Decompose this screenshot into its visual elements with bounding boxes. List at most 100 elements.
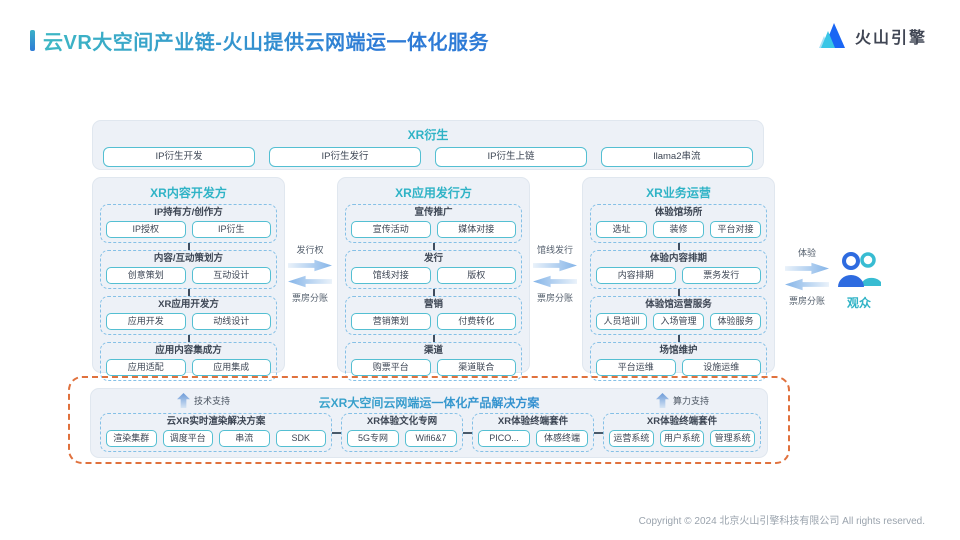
volcengine-logo: 火山引擎	[818, 22, 927, 49]
arrow-right-icon	[288, 259, 332, 272]
tech-support: 技术支持	[177, 393, 230, 408]
connector-line	[432, 335, 435, 342]
group-item: IP衍生	[191, 221, 271, 238]
connector-line	[432, 243, 435, 250]
group-item: IP授权	[106, 221, 186, 238]
group-item: 渲染集群	[106, 430, 157, 447]
flow-venue-distribution: 馆线发行 票房分账	[530, 243, 580, 304]
solution-dashed-border: 技术支持 云XR大空间云网端运一体化产品解决方案 算力支持 云XR实时渲染解决方…	[68, 376, 790, 464]
column-title: XR业务运营	[646, 186, 711, 200]
up-arrow-icon	[177, 393, 190, 408]
group-item: 应用开发	[106, 313, 186, 330]
flow-experience: 体验 票房分账	[778, 246, 836, 307]
group-item: 互动设计	[191, 267, 271, 284]
group-title: IP持有方/创作方	[154, 207, 223, 218]
group-item: 用户系统	[659, 430, 705, 447]
group-operation-service: 体验馆运营服务 人员培训 入场管理 体验服务	[590, 296, 767, 335]
arrow-left-icon	[785, 278, 829, 291]
derivative-item: IP衍生上链	[435, 147, 587, 167]
solution-panel: 技术支持 云XR大空间云网端运一体化产品解决方案 算力支持 云XR实时渲染解决方…	[90, 388, 768, 458]
group-item: 体验服务	[710, 313, 761, 330]
group-item: 版权	[436, 267, 516, 284]
group-item: Wifi6&7	[405, 430, 457, 447]
arrow-left-icon	[533, 275, 577, 288]
group-venue: 体验馆场所 选址 装修 平台对接	[590, 204, 767, 243]
compute-support-label: 算力支持	[672, 396, 709, 406]
connector-line	[677, 289, 680, 296]
column-business-operation: XR业务运营 体验馆场所 选址 装修 平台对接 体验内容排期 内容排期 票务发行…	[582, 177, 775, 381]
column-title: XR内容开发方	[150, 186, 227, 200]
group-item: 调度平台	[162, 430, 213, 447]
group-title: 体验馆运营服务	[645, 299, 712, 310]
derivative-item: IP衍生开发	[103, 147, 255, 167]
column-content-developer: XR内容开发方 IP持有方/创作方 IP授权 IP衍生 内容/互动策划方 创意策…	[92, 177, 285, 381]
flow-label-bottom: 票房分账	[788, 296, 825, 306]
derivative-item: IP衍生发行	[269, 147, 421, 167]
group-title: 场馆维护	[659, 345, 698, 356]
arrow-right-icon	[533, 259, 577, 272]
flow-label-top: 馆线发行	[536, 245, 573, 255]
group-item: 平台运维	[596, 359, 676, 376]
xr-derivative-title: XR衍生	[407, 128, 449, 142]
group-item: 选址	[596, 221, 647, 238]
page-title: 云VR大空间产业链-火山提供云网端运一体化服务	[43, 26, 489, 55]
connector-line	[187, 289, 190, 296]
group-title: 体验馆场所	[654, 207, 703, 218]
xr-derivative-panel: XR衍生 IP衍生开发 IP衍生发行 IP衍生上链 llama2串流	[92, 120, 764, 170]
group-item: 内容排期	[596, 267, 676, 284]
group-title: 营销	[423, 299, 443, 310]
group-item: 人员培训	[596, 313, 647, 330]
group-item: 营销策划	[351, 313, 431, 330]
flow-label-bottom: 票房分账	[291, 293, 328, 303]
copyright-text: Copyright © 2024 北京火山引擎科技有限公司 All rights…	[638, 516, 925, 527]
group-item: 5G专网	[347, 430, 399, 447]
group-item: 入场管理	[653, 313, 704, 330]
group-title: 体验内容排期	[649, 253, 707, 264]
connector-line	[677, 335, 680, 342]
audience-label: 观众	[846, 296, 871, 310]
group-item: 运营系统	[609, 430, 654, 447]
group-distribution: 发行 馆线对接 版权	[345, 250, 522, 289]
group-title: 发行	[423, 253, 443, 264]
audience-icon	[838, 252, 881, 287]
group-title: XR体验终端套件	[646, 416, 718, 427]
group-marketing: 营销 营销策划 付费转化	[345, 296, 522, 335]
compute-support: 算力支持	[655, 393, 709, 408]
group-app-developer: XR应用开发方 应用开发 动线设计	[100, 296, 277, 335]
group-item: PICO...	[478, 430, 530, 447]
audience: 观众	[830, 250, 888, 311]
arrow-right-icon	[785, 262, 829, 275]
group-title: 宣传推广	[414, 207, 453, 218]
flow-label-top: 体验	[797, 248, 816, 258]
group-item: 串流	[219, 430, 270, 447]
group-item: 设施运维	[681, 359, 761, 376]
solution-group-network: XR体验文化专网 5G专网 Wifi6&7	[341, 413, 463, 452]
group-item: 应用适配	[106, 359, 186, 376]
derivative-item: llama2串流	[601, 147, 753, 167]
group-item: 渠道联合	[436, 359, 516, 376]
flow-label-top: 发行权	[296, 245, 324, 255]
group-title: 云XR实时渲染解决方案	[166, 416, 266, 427]
title-accent-bar	[30, 30, 35, 51]
connector-line	[463, 431, 472, 434]
connector-line	[594, 431, 603, 434]
group-item: 票务发行	[681, 267, 761, 284]
group-venue-maintenance: 场馆维护 平台运维 设施运维	[590, 342, 767, 381]
group-item: SDK	[275, 430, 326, 447]
group-content-planning: 内容/互动策划方 创意策划 互动设计	[100, 250, 277, 289]
group-item: 媒体对接	[436, 221, 516, 238]
group-title: 内容/互动策划方	[153, 253, 224, 264]
group-item: 购票平台	[351, 359, 431, 376]
group-title: XR体验终端套件	[497, 416, 569, 427]
up-arrow-icon	[655, 393, 669, 408]
connector-line	[432, 289, 435, 296]
arrow-left-icon	[288, 275, 332, 288]
group-item: 体感终端	[536, 430, 588, 447]
group-item: 付费转化	[436, 313, 516, 330]
group-item: 动线设计	[191, 313, 271, 330]
group-channel: 渠道 购票平台 渠道联合	[345, 342, 522, 381]
column-title: XR应用发行方	[395, 186, 472, 200]
solution-group-terminal: XR体验终端套件 PICO... 体感终端	[472, 413, 594, 452]
group-item: 创意策划	[106, 267, 186, 284]
group-title: 渠道	[423, 345, 443, 356]
